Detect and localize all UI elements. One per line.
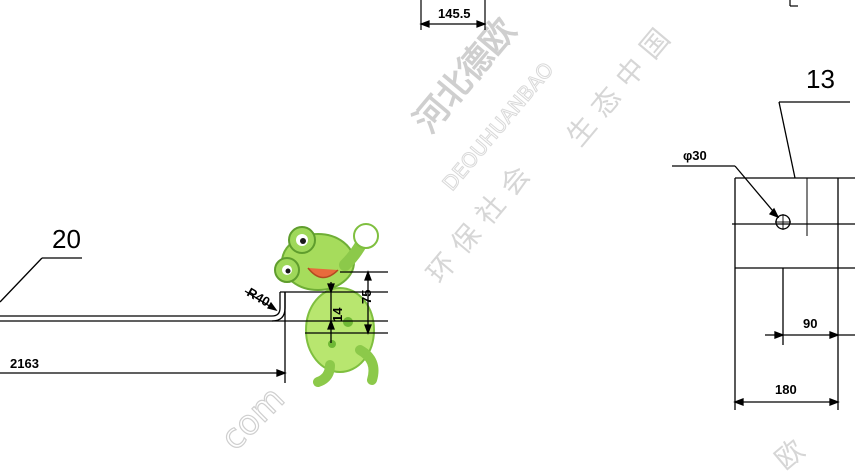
dimension-label-14: 14: [330, 307, 345, 322]
dimension-label-180: 180: [775, 382, 797, 397]
top-right-fragment: [789, 0, 798, 7]
dimension-label-75: 75: [359, 290, 374, 304]
watermark-url: com: [213, 379, 293, 459]
part-number-20: 20: [52, 224, 81, 254]
watermark-slogan-right: 生态中国: [560, 15, 683, 153]
part-number-13: 13: [806, 64, 835, 94]
frog-mascot-logo: [274, 223, 379, 387]
plate-view: [672, 101, 855, 410]
rail-view: [0, 257, 388, 383]
dimension-label-90: 90: [803, 316, 817, 331]
dimension-145-5: [419, 0, 487, 30]
watermark-partial-char: 欧: [768, 433, 811, 471]
dimension-label-2163: 2163: [10, 356, 39, 371]
watermark-slogan-left: 环保社会: [420, 152, 543, 290]
hole-diameter-label: φ30: [683, 148, 707, 163]
dimension-label-145-5: 145.5: [438, 6, 471, 21]
